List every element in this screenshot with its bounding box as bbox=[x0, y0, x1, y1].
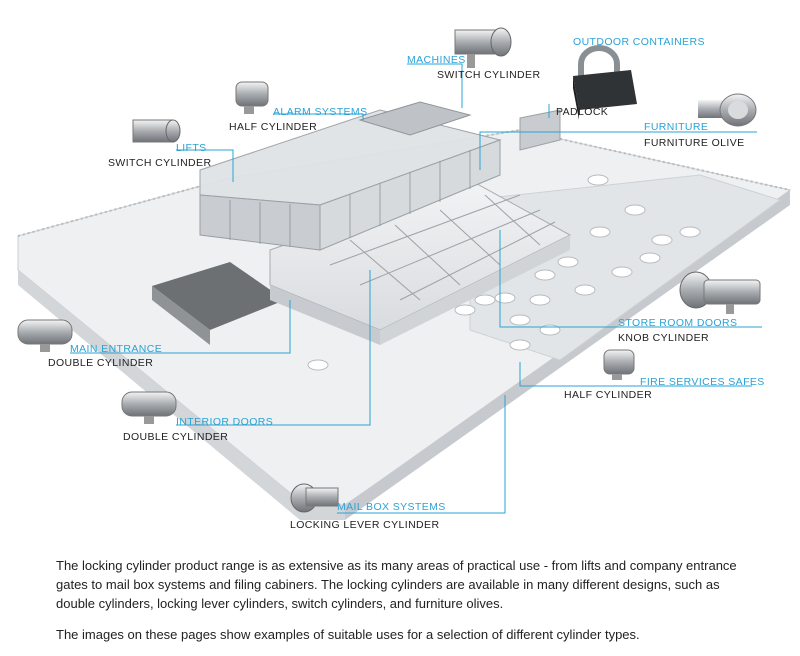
switch-cylinder-machines-image bbox=[454, 27, 512, 68]
label-fire-type: HALF CYLINDER bbox=[564, 389, 653, 401]
label-machines-type: SWITCH CYLINDER bbox=[437, 69, 541, 81]
label-fire-category: FIRE SERVICES SAFES bbox=[640, 376, 765, 388]
label-interior-category: INTERIOR DOORS bbox=[176, 416, 274, 428]
description-paragraph-1: The locking cylinder product range is as… bbox=[56, 558, 737, 611]
label-machines-category: MACHINES bbox=[407, 54, 466, 66]
furniture-olive-image bbox=[698, 93, 757, 127]
label-outdoor-type: PADLOCK bbox=[556, 106, 609, 118]
building-illustration bbox=[17, 27, 792, 520]
label-store-type: KNOB CYLINDER bbox=[618, 332, 709, 344]
label-store-category: STORE ROOM DOORS bbox=[618, 317, 738, 329]
label-alarm-type: HALF CYLINDER bbox=[229, 121, 318, 133]
label-outdoor-category: OUTDOOR CONTAINERS bbox=[573, 36, 705, 48]
label-lifts-category: LIFTS bbox=[176, 142, 207, 154]
label-furniture-type: FURNITURE OLIVE bbox=[644, 137, 745, 149]
half-cylinder-alarm-image bbox=[235, 81, 269, 114]
label-furniture-category: FURNITURE bbox=[644, 121, 709, 133]
cars bbox=[307, 174, 701, 371]
label-alarm-category: ALARM SYSTEMS bbox=[273, 106, 368, 118]
leader-lines bbox=[70, 63, 762, 514]
switch-cylinder-lifts-image bbox=[132, 119, 181, 143]
garage bbox=[519, 109, 561, 151]
knob-cylinder-image bbox=[679, 271, 761, 314]
half-cylinder-fire-image bbox=[603, 349, 635, 380]
description: The locking cylinder product range is as… bbox=[56, 556, 756, 656]
padlock-image bbox=[573, 45, 637, 120]
label-main-category: MAIN ENTRANCE bbox=[70, 343, 163, 355]
canopy bbox=[152, 262, 285, 330]
label-mailbox-type: LOCKING LEVER CYLINDER bbox=[290, 519, 440, 531]
label-mailbox-category: MAIL BOX SYSTEMS bbox=[337, 501, 446, 513]
label-lifts-type: SWITCH CYLINDER bbox=[108, 157, 212, 169]
label-interior-type: DOUBLE CYLINDER bbox=[123, 431, 229, 443]
double-cylinder-interior-image bbox=[121, 391, 177, 424]
label-main-type: DOUBLE CYLINDER bbox=[48, 357, 154, 369]
description-paragraph-2: The images on these pages show examples … bbox=[56, 627, 640, 642]
locking-lever-cylinder-image bbox=[290, 483, 339, 513]
double-cylinder-main-image bbox=[17, 319, 73, 352]
roof-unit bbox=[358, 101, 472, 136]
